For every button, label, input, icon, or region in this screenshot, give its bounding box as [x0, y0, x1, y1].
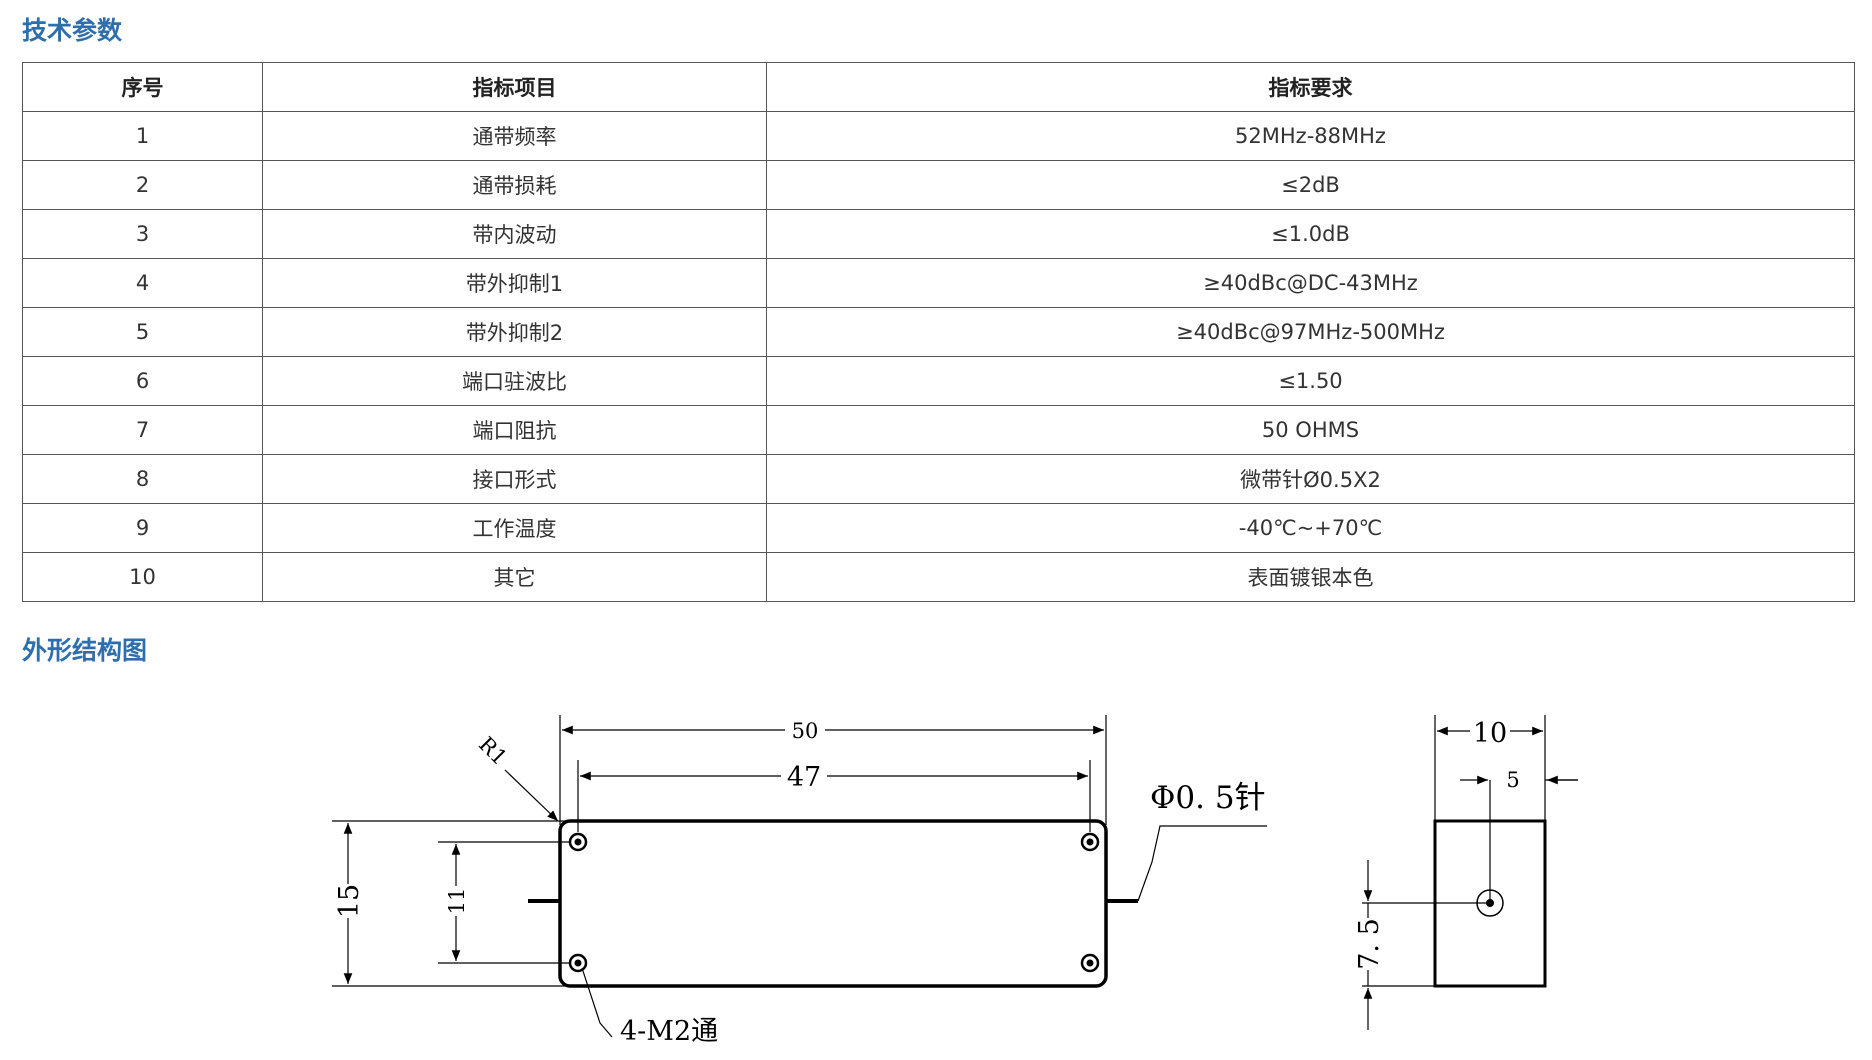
row-item: 端口驻波比	[262, 356, 767, 406]
table-row: 5 带外抑制2 ≥40dBc@97MHz-500MHz	[22, 307, 1855, 357]
housing-outline	[558, 819, 1108, 988]
row-index: 5	[22, 307, 263, 357]
row-index: 3	[22, 209, 263, 259]
row-item: 带外抑制1	[262, 258, 767, 308]
row-item: 端口阻抗	[262, 405, 767, 455]
row-index: 6	[22, 356, 263, 406]
row-requirement: ≥40dBc@DC-43MHz	[766, 258, 1855, 308]
row-index: 7	[22, 405, 263, 455]
table-row: 4 带外抑制1 ≥40dBc@DC-43MHz	[22, 258, 1855, 308]
section-title-outline-drawing: 外形结构图	[22, 636, 148, 665]
table-row: 7 端口阻抗 50 OHMS	[22, 405, 1855, 455]
mounting-holes	[568, 832, 1100, 973]
row-index: 2	[22, 160, 263, 210]
dim-width-overall: 50	[792, 719, 819, 743]
label-holes-note: 4-M2通	[620, 1016, 718, 1047]
row-requirement: ≥40dBc@97MHz-500MHz	[766, 307, 1855, 357]
row-item: 接口形式	[262, 454, 767, 504]
row-requirement: ≤2dB	[766, 160, 1855, 210]
row-requirement: 50 OHMS	[766, 405, 1855, 455]
header-requirement: 指标要求	[766, 62, 1855, 112]
row-item: 通带频率	[262, 111, 767, 161]
table-row: 2 通带损耗 ≤2dB	[22, 160, 1855, 210]
row-requirement: -40℃~+70℃	[766, 503, 1855, 553]
label-pin-note: Φ0. 5针	[1150, 780, 1266, 816]
table-row: 10 其它 表面镀银本色	[22, 552, 1855, 602]
outline-drawing: 50 47 15 11 R1 4-M2通 Φ0. 5针	[332, 715, 1578, 1047]
table-row: 8 接口形式 微带针Ø0.5X2	[22, 454, 1855, 504]
row-index: 4	[22, 258, 263, 308]
row-requirement: 52MHz-88MHz	[766, 111, 1855, 161]
row-index: 1	[22, 111, 263, 161]
table-row: 3 带内波动 ≤1.0dB	[22, 209, 1855, 259]
spec-table: 序号 指标项目 指标要求 1 通带频率 52MHz-88MHz 2 通带损耗 ≤…	[22, 62, 1855, 602]
dim-pin-offset-x: 5	[1506, 768, 1519, 792]
dim-hole-spacing: 47	[787, 762, 821, 793]
row-requirement: 表面镀银本色	[766, 552, 1855, 602]
row-requirement: 微带针Ø0.5X2	[766, 454, 1855, 504]
dim-side-width: 10	[1473, 718, 1507, 749]
dim-hole-spacing-vertical: 11	[445, 888, 469, 915]
dim-pin-offset-y: 7. 5	[1354, 918, 1385, 970]
row-index: 10	[22, 552, 263, 602]
header-index: 序号	[22, 62, 263, 112]
header-item: 指标项目	[262, 62, 767, 112]
side-view: 10 5 7. 5	[1354, 715, 1578, 1030]
label-corner-radius: R1	[474, 732, 512, 770]
row-index: 8	[22, 454, 263, 504]
row-item: 带内波动	[262, 209, 767, 259]
table-row: 1 通带频率 52MHz-88MHz	[22, 111, 1855, 161]
table-row: 6 端口驻波比 ≤1.50	[22, 356, 1855, 406]
row-index: 9	[22, 503, 263, 553]
dim-height-overall: 15	[334, 884, 365, 918]
mounting-hole	[1080, 953, 1100, 973]
row-item: 其它	[262, 552, 767, 602]
row-item: 带外抑制2	[262, 307, 767, 357]
row-item: 工作温度	[262, 503, 767, 553]
row-item: 通带损耗	[262, 160, 767, 210]
table-header-row: 序号 指标项目 指标要求	[22, 62, 1855, 112]
table-row: 9 工作温度 -40℃~+70℃	[22, 503, 1855, 553]
section-title-tech-params: 技术参数	[22, 16, 123, 45]
front-view: 50 47 15 11 R1 4-M2通 Φ0. 5针	[332, 715, 1267, 1047]
row-requirement: ≤1.0dB	[766, 209, 1855, 259]
row-requirement: ≤1.50	[766, 356, 1855, 406]
mounting-hole	[1080, 832, 1100, 852]
